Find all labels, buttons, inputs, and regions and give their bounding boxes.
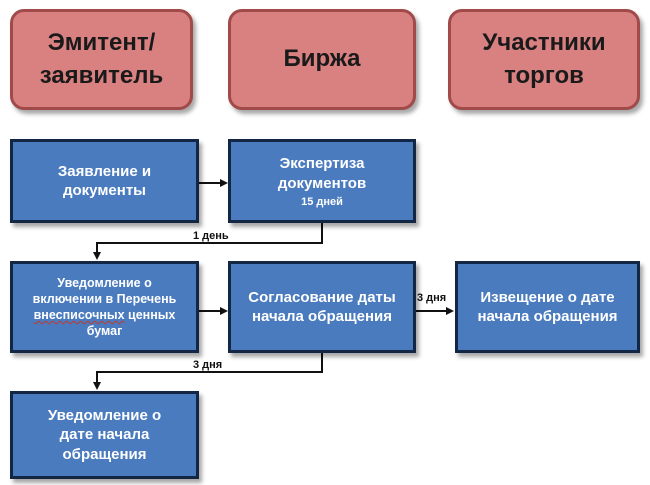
box-notice-start-text: Уведомление о дате начала обращения	[47, 406, 162, 463]
label-one-day: 1 день	[193, 230, 229, 242]
box-notice-inclusion: Уведомление о включении в Перечень внесп…	[10, 261, 199, 353]
label-three-days-bottom: 3 дня	[193, 359, 223, 371]
box-expertise-duration: 15 дней	[301, 196, 343, 208]
box-expertise-text: Экспертиза документов	[277, 155, 367, 192]
box-announcement-text: Извещение о дате начала обращения	[477, 288, 618, 326]
arrow-expertise-to-notice	[93, 222, 323, 260]
header-exchange: Биржа	[228, 9, 416, 110]
arrow-agreement-to-notice-start	[93, 353, 323, 390]
box-agreement-text: Согласование даты начала обращения	[248, 288, 396, 326]
header-participants: Участники торгов	[448, 9, 640, 110]
box-notice-inclusion-text: Уведомление о включении в Перечень внесп…	[33, 275, 177, 340]
notice-inclusion-word: внесписочных	[33, 308, 125, 322]
box-notice-start: Уведомление о дате начала обращения	[10, 391, 199, 479]
box-application: Заявление и документы	[10, 139, 199, 223]
box-expertise: Экспертиза документов 15 дней	[228, 139, 416, 223]
box-application-text: Заявление и документы	[57, 162, 152, 200]
box-announcement: Извещение о дате начала обращения	[455, 261, 640, 353]
box-agreement: Согласование даты начала обращения	[228, 261, 416, 353]
notice-inclusion-rest: ценных бумаг	[86, 308, 176, 339]
notice-inclusion-line1: Уведомление о включении в Перечень	[32, 275, 177, 306]
label-three-days-right: 3 дня	[417, 292, 447, 304]
header-issuer: Эмитент/ заявитель	[10, 9, 193, 110]
